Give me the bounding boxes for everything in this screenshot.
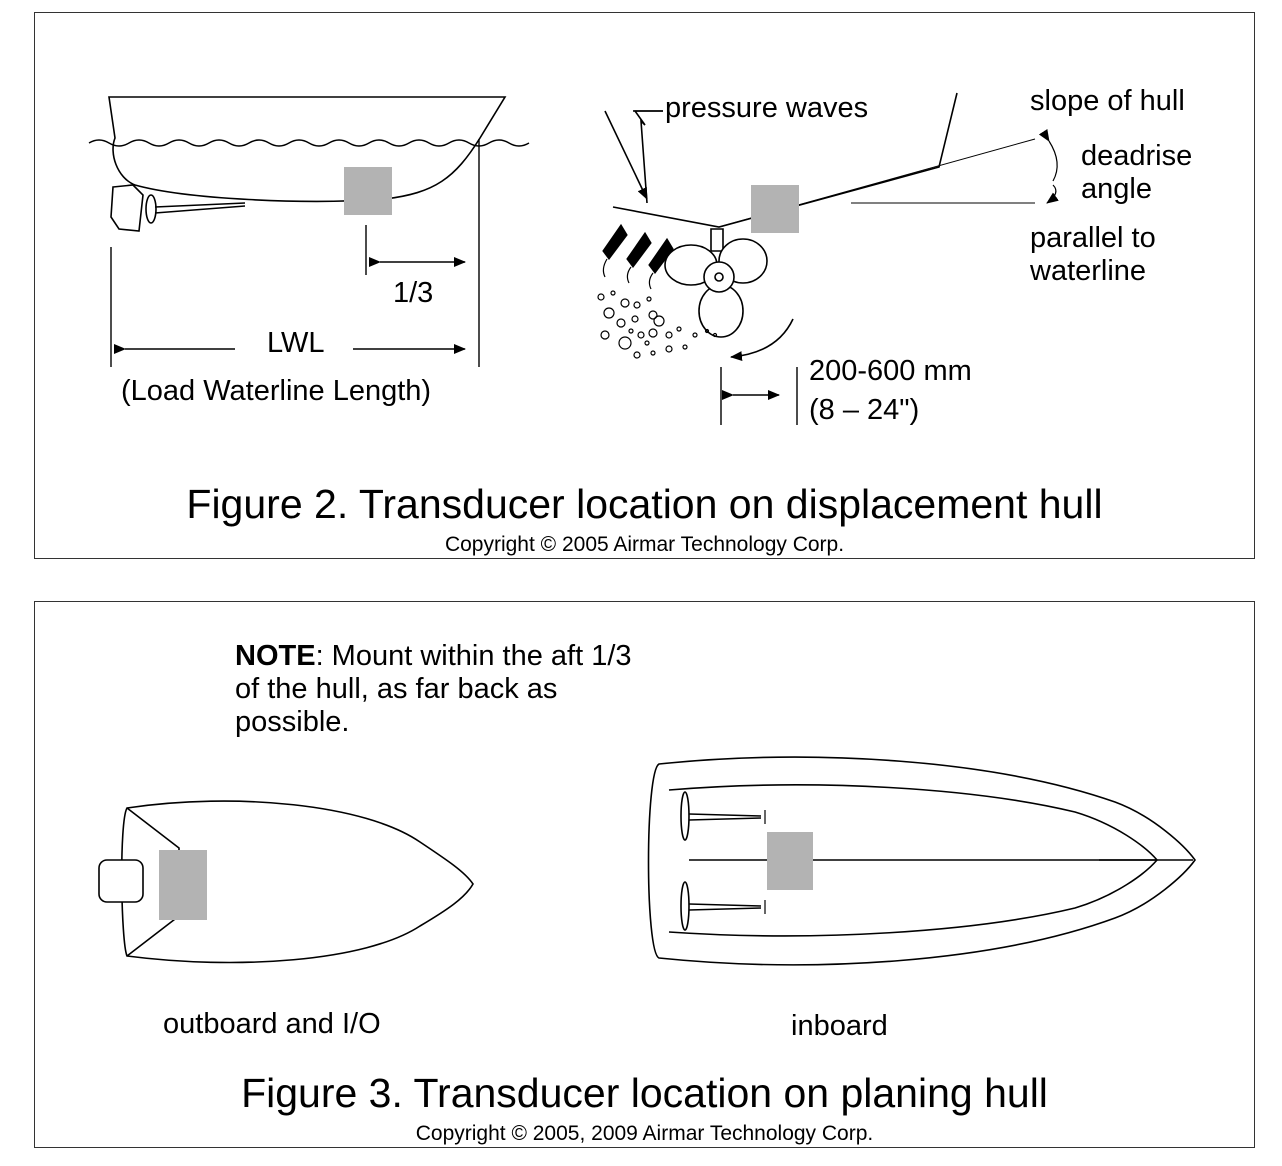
pressure-waves-label: pressure waves (665, 92, 869, 124)
figure-3-copyright: Copyright © 2005, 2009 Airmar Technology… (415, 1122, 874, 1145)
figure-3-caption: Figure 3. Transducer location on planing… (241, 1070, 1048, 1116)
bubbles-icon (597, 290, 718, 359)
deadrise-label-1: deadrise (1081, 140, 1193, 172)
figure-2-caption: Figure 2. Transducer location on displac… (186, 481, 1103, 527)
deadrise-label-2: angle (1081, 173, 1152, 205)
inboard-label: inboard (791, 1010, 888, 1042)
transducer-marker-inboard (767, 832, 813, 890)
boat-top-icon (98, 800, 474, 964)
figure-2-artwork (88, 92, 1059, 425)
parallel-label-1: parallel to (1030, 222, 1156, 254)
lwl-full-label: (Load Waterline Length) (121, 375, 432, 407)
figure-3-panel: NOTE: Mount within the aft 1/3 of the hu… (34, 601, 1255, 1148)
boat-side-icon (88, 96, 530, 232)
transducer-marker-outboard (159, 850, 207, 920)
pressure-wave-arrows (602, 223, 674, 290)
propeller-icon (664, 228, 768, 338)
slope-of-hull-label: slope of hull (1030, 85, 1185, 117)
note-bold: NOTE (235, 640, 316, 672)
boat-top-icon-inboard (647, 756, 1196, 966)
transducer-marker (344, 167, 392, 215)
transducer-marker-section (751, 185, 799, 233)
note-text: : Mount within the aft 1/3 of the hull, … (235, 640, 632, 738)
lwl-label: LWL (267, 327, 325, 359)
one-third-label: 1/3 (393, 277, 434, 309)
figure-3-artwork (98, 756, 1196, 966)
outboard-label: outboard and I/O (163, 1008, 381, 1040)
distance-label-1: 200-600 mm (809, 355, 972, 387)
parallel-label-2: waterline (1030, 255, 1147, 287)
mount-note: NOTE: Mount within the aft 1/3 of the hu… (235, 640, 635, 739)
distance-label-2: (8 – 24") (809, 394, 920, 426)
figure-2-copyright: Copyright © 2005 Airmar Technology Corp. (444, 533, 845, 556)
figure-2-panel: 1/3 LWL (Load Waterline Length) pressure… (34, 12, 1255, 559)
